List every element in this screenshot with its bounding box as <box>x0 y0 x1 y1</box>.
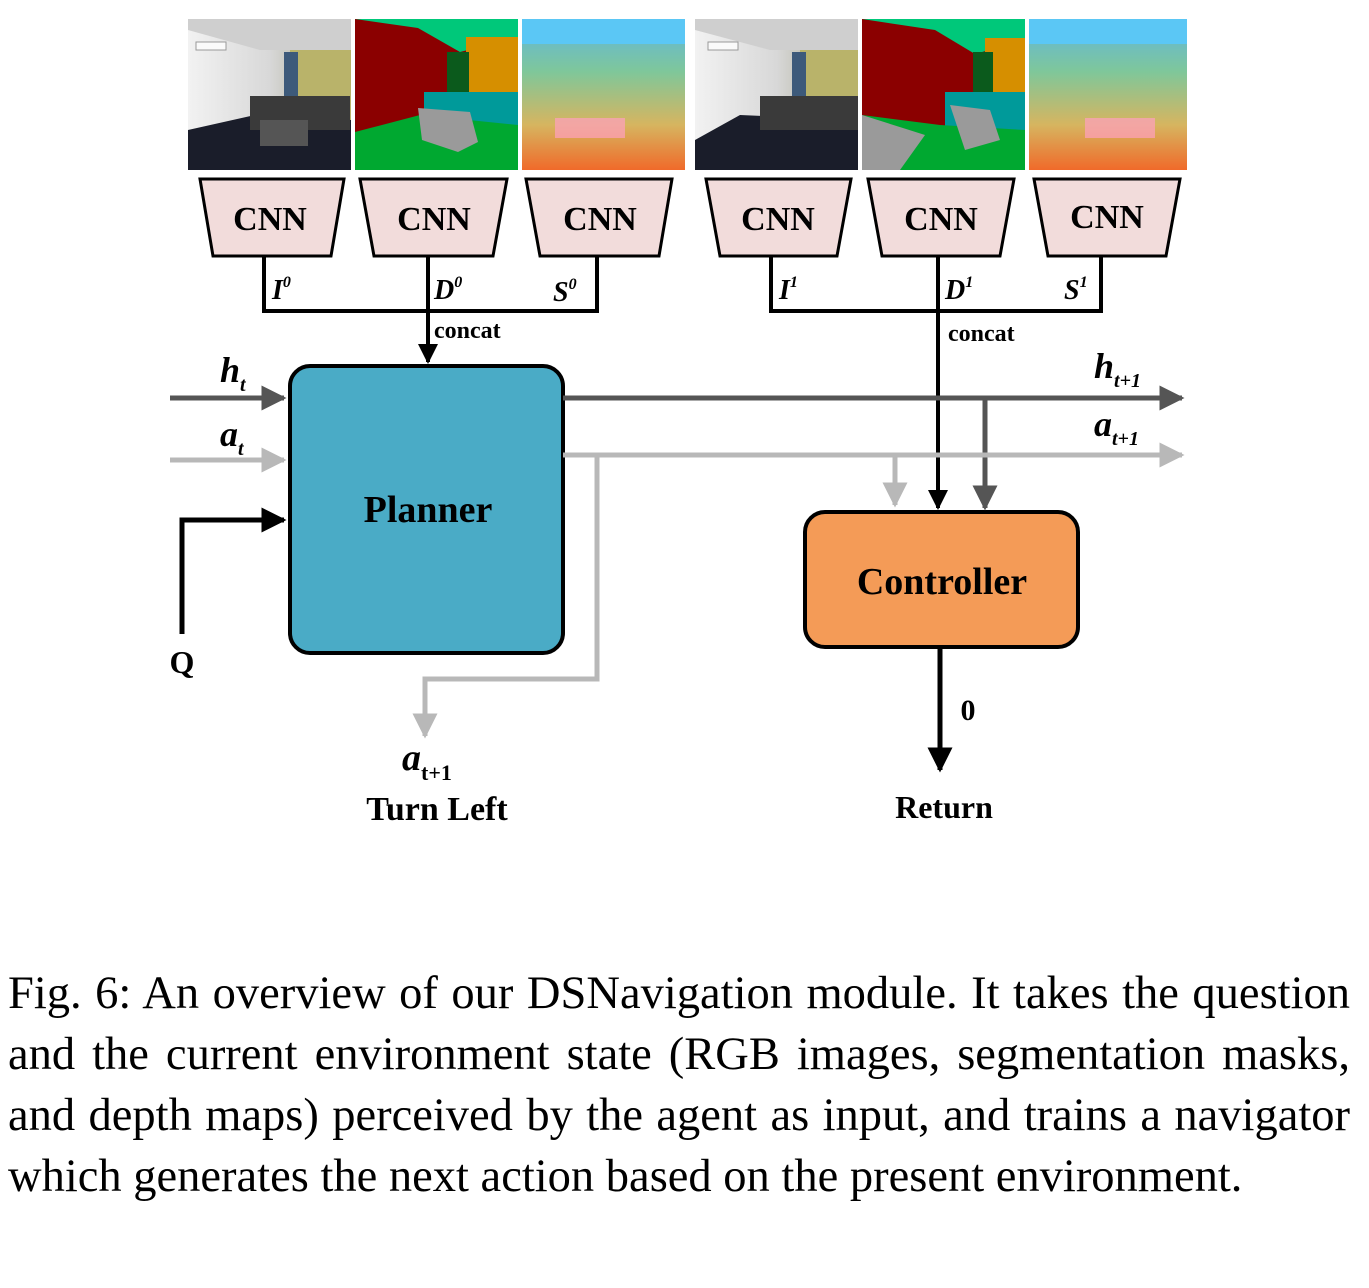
cnn-label: CNN <box>563 201 637 238</box>
cnn-label: CNN <box>1070 199 1144 236</box>
cnn-shape <box>198 177 346 258</box>
cnn-seg-t0: CNN <box>358 177 509 258</box>
concat-label-t0: concat <box>434 318 501 344</box>
action-out-arrow <box>412 455 600 739</box>
cnn-shape <box>704 177 853 258</box>
controller-label: Controller <box>857 561 1027 603</box>
planner-block: Planner <box>288 364 565 655</box>
concat-lines-t1 <box>769 256 1103 510</box>
feature-d1: D1 <box>944 274 973 306</box>
action-out-symbol: at+1 <box>402 737 452 785</box>
cnn-label: CNN <box>397 201 471 238</box>
feature-s1: S1 <box>1064 274 1088 306</box>
cnn-depth-t0: CNN <box>524 177 674 258</box>
cnn-depth-t1: CNN <box>1032 177 1182 258</box>
cnn-rgb-t1: CNN <box>704 177 853 258</box>
concat-lines-t0 <box>262 256 599 364</box>
depth-image-t0 <box>522 19 685 170</box>
cnn-seg-t1: CNN <box>866 177 1016 258</box>
a-t1-label: at+1 <box>1094 404 1139 450</box>
cnn-rgb-t0: CNN <box>198 177 346 258</box>
h-t-label: ht <box>220 350 247 396</box>
segmentation-image-t1 <box>862 19 1025 170</box>
controller-block: Controller <box>803 510 1080 649</box>
cnn-label: CNN <box>741 201 815 238</box>
controller-out-value: 0 <box>961 694 976 727</box>
rgb-image-t0 <box>188 19 351 170</box>
a-t-label: at <box>220 414 245 460</box>
segmentation-image-t0 <box>355 19 518 170</box>
cnn-label: CNN <box>233 201 307 238</box>
planner-box <box>288 364 565 655</box>
cnn-shape <box>358 177 509 258</box>
dsnavigation-diagram: CNN CNN CNN CNN CNN CNN I0 D0 S0 concat … <box>170 19 1187 828</box>
question-arrow <box>179 507 287 634</box>
figure-caption: Fig. 6: An overview of our DSNavigation … <box>8 968 1350 1202</box>
rgb-image-t1 <box>695 19 858 170</box>
cnn-shape <box>1032 177 1182 258</box>
action-out-label: Turn Left <box>366 791 508 828</box>
controller-out-label: Return <box>895 789 993 825</box>
question-label: Q <box>170 644 195 680</box>
concat-label-t1: concat <box>948 321 1015 347</box>
cnn-label: CNN <box>904 201 978 238</box>
feature-i1: I1 <box>778 274 798 306</box>
planner-label: Planner <box>364 489 493 531</box>
feature-s0: S0 <box>553 276 577 308</box>
feature-i0: I0 <box>271 274 291 306</box>
h-t1-label: ht+1 <box>1094 346 1141 392</box>
cnn-shape <box>866 177 1016 258</box>
feature-d0: D0 <box>433 274 462 306</box>
cnn-shape <box>524 177 674 258</box>
depth-image-t1 <box>1029 19 1187 170</box>
